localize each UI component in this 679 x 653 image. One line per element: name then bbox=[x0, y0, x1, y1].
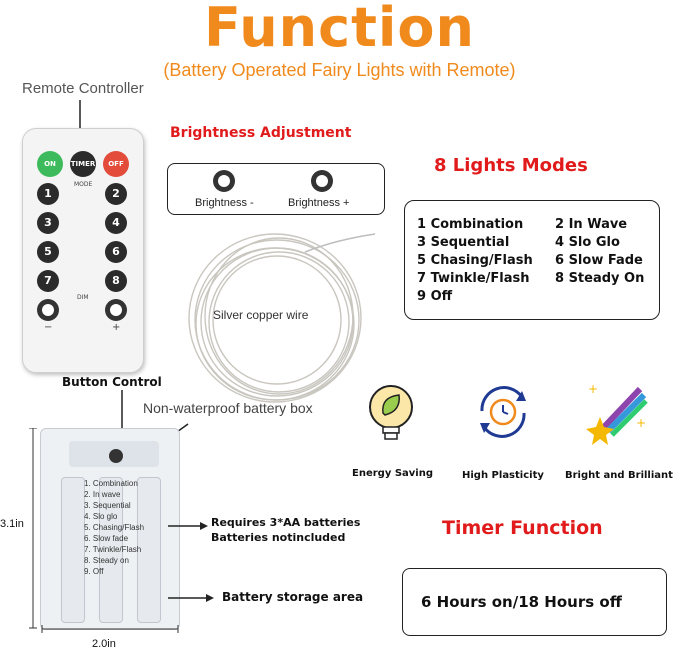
remote-minus-label: − bbox=[44, 322, 53, 333]
mode-item: 9 Off bbox=[417, 289, 453, 304]
remote-dim-up-icon[interactable] bbox=[105, 299, 127, 321]
battery-mode-item: 6. Slow fade bbox=[84, 534, 129, 543]
silver-copper-wire-label: Silver copper wire bbox=[213, 308, 309, 322]
storage-arrow bbox=[168, 594, 214, 602]
width-dimension-line bbox=[41, 625, 179, 633]
requires-batteries-text: Requires 3*AA batteries bbox=[211, 516, 361, 529]
mode-item: 5 Chasing/Flash bbox=[417, 253, 533, 268]
remote-button-7[interactable]: 7 bbox=[37, 270, 59, 292]
battery-mode-item: 8. Steady on bbox=[84, 556, 129, 565]
mode-item: 8 Steady On bbox=[555, 271, 645, 286]
height-dimension-label: 3.1in bbox=[0, 518, 24, 530]
remote-timer-button[interactable]: TIMER bbox=[70, 151, 96, 177]
remote-button-5[interactable]: 5 bbox=[37, 241, 59, 263]
timer-text: 6 Hours on/18 Hours off bbox=[421, 593, 622, 611]
remote-button-3[interactable]: 3 bbox=[37, 212, 59, 234]
requires-arrow bbox=[168, 522, 208, 530]
batteries-not-included-text: Batteries notincluded bbox=[211, 531, 346, 544]
remote-controller-label: Remote Controller bbox=[22, 80, 144, 97]
battery-mode-item: 1. Combination bbox=[84, 479, 138, 488]
mode-item: 7 Twinkle/Flash bbox=[417, 271, 530, 286]
mode-item: 3 Sequential bbox=[417, 235, 510, 250]
remote-button-4[interactable]: 4 bbox=[105, 212, 127, 234]
shooting-star-icon: + + bbox=[586, 382, 648, 445]
lightbulb-leaf-icon bbox=[369, 385, 413, 440]
battery-mode-item: 4. Slo glo bbox=[84, 512, 118, 521]
mode-item: 1 Combination bbox=[417, 217, 524, 232]
page-title: Function bbox=[204, 0, 475, 59]
feature-label: Bright and Brilliant bbox=[565, 470, 673, 481]
svg-text:+: + bbox=[588, 382, 598, 396]
remote-button-2[interactable]: 2 bbox=[105, 183, 127, 205]
clock-cycle-icon bbox=[480, 386, 526, 438]
remote-dim-down-icon[interactable] bbox=[37, 299, 59, 321]
light-modes-heading: 8 Lights Modes bbox=[434, 155, 588, 176]
remote-button-6[interactable]: 6 bbox=[105, 241, 127, 263]
brightness-box: Brightness - Brightness + bbox=[167, 163, 385, 215]
mode-item: 4 Slo Glo bbox=[555, 235, 620, 250]
battery-box-label: Non-waterproof battery box bbox=[143, 400, 313, 416]
svg-text:+: + bbox=[636, 416, 646, 430]
remote-mode-label: MODE bbox=[74, 181, 93, 188]
remote-plus-label: + bbox=[112, 322, 121, 333]
battery-box-image bbox=[40, 428, 180, 630]
timer-heading: Timer Function bbox=[442, 517, 603, 539]
page-subtitle: (Battery Operated Fairy Lights with Remo… bbox=[163, 60, 516, 80]
battery-mode-item: 2. In wave bbox=[84, 490, 121, 499]
copper-wire-coil-image bbox=[188, 233, 376, 403]
timer-box: 6 Hours on/18 Hours off bbox=[402, 568, 667, 636]
battery-storage-label: Battery storage area bbox=[222, 590, 364, 604]
remote-on-button[interactable]: ON bbox=[37, 151, 63, 177]
remote-button-1[interactable]: 1 bbox=[37, 183, 59, 205]
remote-button-8[interactable]: 8 bbox=[105, 270, 127, 292]
feature-label: Energy Saving bbox=[352, 468, 433, 479]
remote-dim-label: DIM bbox=[77, 294, 89, 301]
battery-mode-item: 3. Sequential bbox=[84, 501, 131, 510]
mode-item: 2 In Wave bbox=[555, 217, 628, 232]
brightness-minus-label: Brightness - bbox=[195, 197, 254, 209]
brightness-down-icon bbox=[213, 170, 235, 192]
light-modes-box: 1 Combination 2 In Wave 3 Sequential 4 S… bbox=[404, 200, 660, 320]
button-control-caption: Button Control bbox=[62, 375, 162, 389]
remote-off-button[interactable]: OFF bbox=[103, 151, 129, 177]
battery-mode-list: 1. Combination 2. In wave 3. Sequential … bbox=[84, 478, 144, 577]
brightness-heading: Brightness Adjustment bbox=[170, 125, 352, 141]
battery-switch-icon bbox=[109, 449, 123, 463]
feature-label: High Plasticity bbox=[462, 470, 544, 481]
brightness-plus-label: Brightness + bbox=[288, 197, 350, 209]
mode-item: 6 Slow Fade bbox=[555, 253, 643, 268]
battery-mode-item: 5. Chasing/Flash bbox=[84, 523, 145, 532]
width-dimension-label: 2.0in bbox=[92, 638, 116, 650]
height-dimension-line bbox=[29, 428, 37, 629]
brightness-up-icon bbox=[311, 170, 333, 192]
remote-controller: ON TIMER OFF MODE 1 2 3 4 5 6 7 8 DIM − … bbox=[22, 128, 144, 373]
battery-mode-item: 9. Off bbox=[84, 567, 104, 576]
battery-mode-item: 7. Twinkle/Flash bbox=[84, 545, 142, 554]
